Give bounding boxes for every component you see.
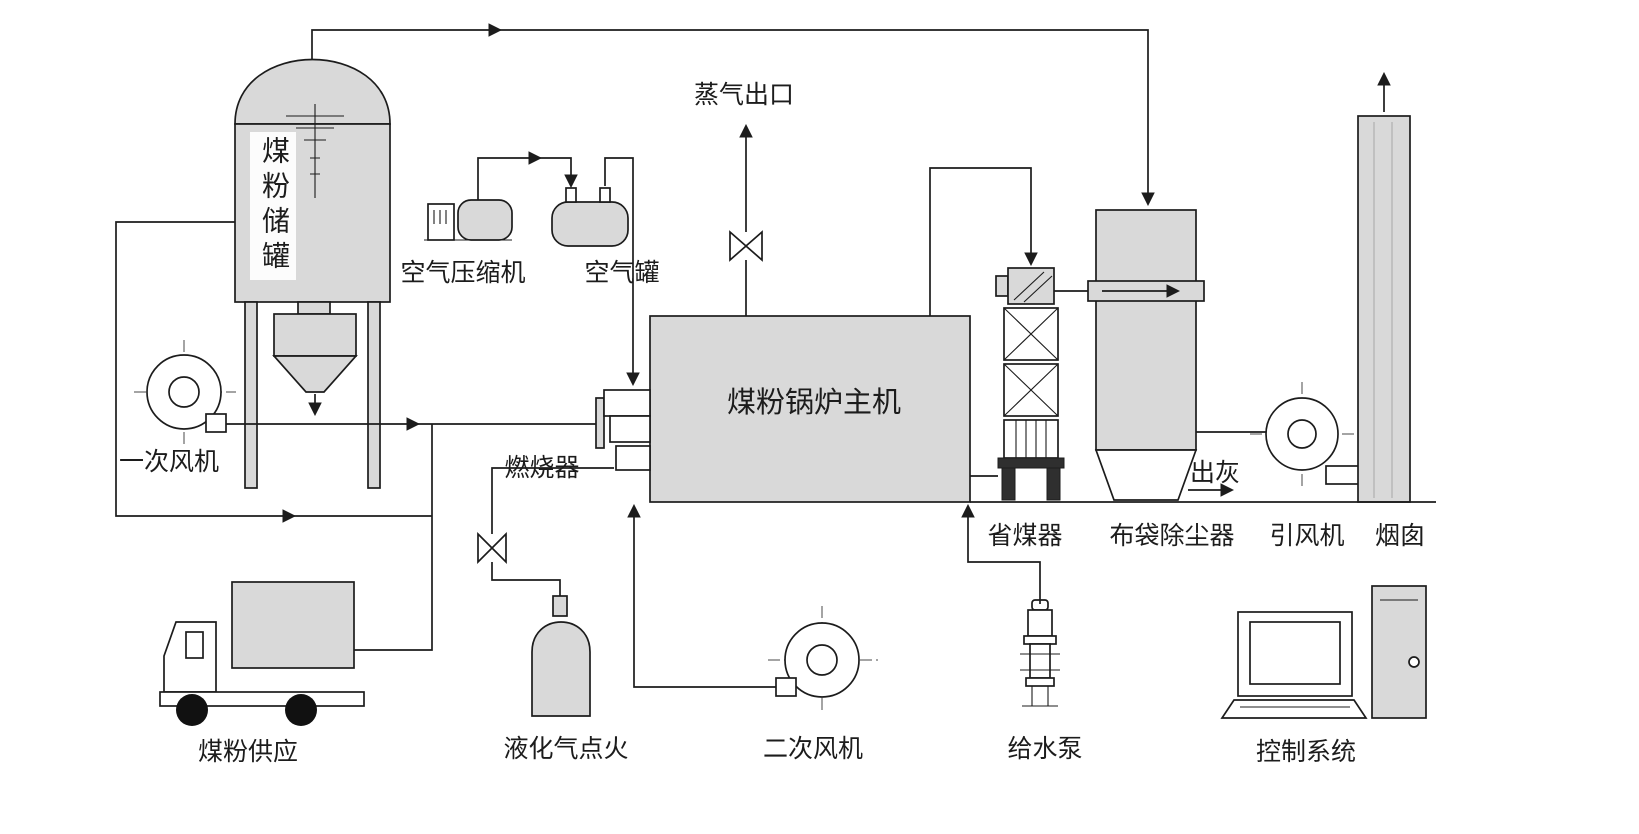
label-economizer: 省煤器 bbox=[987, 522, 1062, 550]
label-air-tank: 空气罐 bbox=[584, 259, 659, 287]
bag-dust-collector bbox=[1087, 209, 1205, 501]
feed-water-pump bbox=[1020, 599, 1060, 707]
tank-level-symbol bbox=[286, 104, 344, 198]
label-lpg-ignition: 液化气点火 bbox=[503, 735, 628, 763]
label-secondary-fan: 二次风机 bbox=[763, 735, 863, 763]
power-button bbox=[1408, 656, 1420, 668]
pipes bbox=[115, 23, 1436, 688]
pipe-tank-vent bbox=[311, 23, 503, 59]
truck-wheel bbox=[285, 694, 317, 726]
air-compressor bbox=[424, 199, 513, 241]
coal-tank-label: 煤粉储罐 bbox=[250, 132, 296, 280]
pipe-into-air-tank bbox=[540, 157, 578, 189]
label-primary-fan: 一次风机 bbox=[119, 448, 219, 476]
label-feed-water-pump: 给水泵 bbox=[1007, 735, 1082, 763]
lpg-cylinder bbox=[531, 595, 591, 717]
pipe-flue-to-economizer bbox=[929, 167, 1038, 316]
label-ash-outlet: 出灰 bbox=[1190, 459, 1240, 487]
label-chimney: 烟囱 bbox=[1375, 522, 1425, 550]
truck-wheel bbox=[176, 694, 208, 726]
secondary-fan bbox=[768, 606, 878, 712]
label-burner: 燃烧器 bbox=[504, 454, 579, 482]
control-system bbox=[1220, 585, 1427, 719]
label-steam-outlet: 蒸气出口 bbox=[694, 81, 794, 109]
primary-fan bbox=[134, 340, 236, 444]
pipe-lpg-lower bbox=[491, 562, 561, 596]
label-coal-supply: 煤粉供应 bbox=[198, 738, 298, 766]
pipe-lpg-upper bbox=[491, 467, 614, 534]
chimney bbox=[1357, 115, 1411, 503]
label-bag-dust-collector: 布袋除尘器 bbox=[1109, 522, 1234, 550]
coal-supply-truck bbox=[159, 581, 365, 726]
pipe-compressor-out bbox=[477, 151, 543, 200]
label-boiler-main: 煤粉锅炉主机 bbox=[727, 386, 901, 419]
induced-draft-fan bbox=[1250, 382, 1361, 486]
economizer bbox=[995, 267, 1065, 501]
pipe-air-tank-to-burner bbox=[604, 157, 640, 387]
burner bbox=[595, 389, 651, 471]
lpg-valve-icon bbox=[477, 531, 507, 565]
monitor-screen bbox=[1249, 621, 1341, 685]
pipe-vent-to-bag-filter bbox=[500, 29, 1155, 207]
keyboard bbox=[1220, 699, 1368, 719]
air-tank bbox=[551, 187, 629, 247]
computer-tower bbox=[1371, 585, 1427, 719]
pipe-secondary-air bbox=[627, 503, 776, 688]
pipe-feedwater bbox=[961, 503, 1041, 604]
label-control-system: 控制系统 bbox=[1256, 738, 1356, 766]
pipe-intake-loop bbox=[115, 221, 297, 523]
label-air-compressor: 空气压缩机 bbox=[400, 259, 525, 287]
pipe-truck-feed bbox=[354, 424, 433, 651]
labels: 空气压缩机 空气罐 蒸气出口 煤粉锅炉主机 燃烧器 一次风机 煤粉供应 液化气点… bbox=[119, 81, 1425, 766]
steam-valve-icon bbox=[729, 230, 763, 262]
label-induced-draft-fan: 引风机 bbox=[1269, 522, 1344, 550]
